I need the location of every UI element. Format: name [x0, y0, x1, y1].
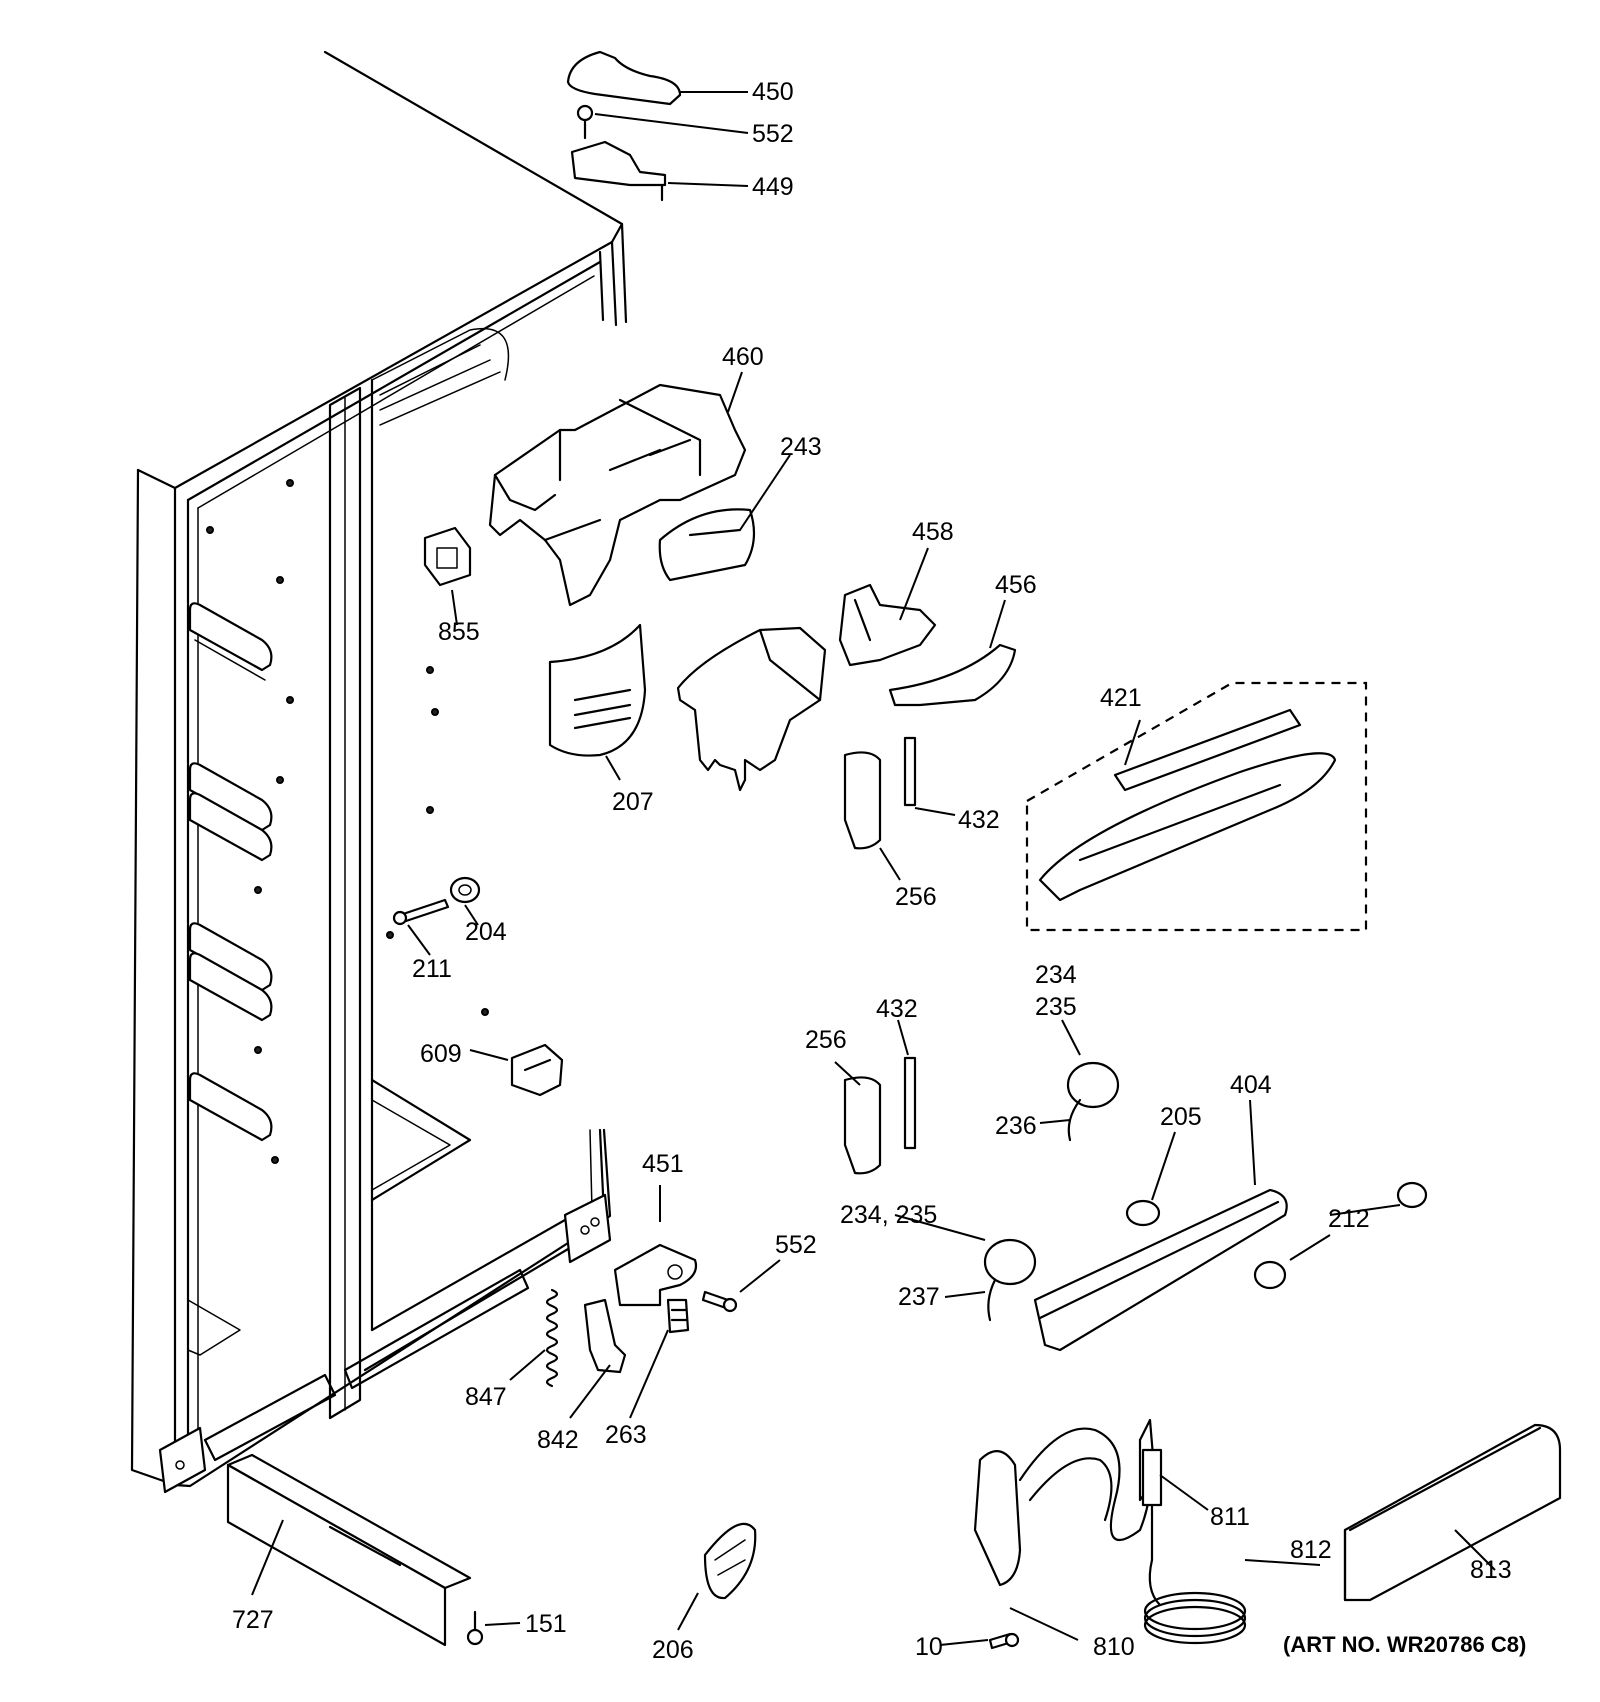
- label-234: 234: [1035, 961, 1077, 989]
- door-switch: [510, 1043, 564, 1097]
- bottom-hinge: [613, 1243, 698, 1307]
- trim-cover-813: [1343, 1423, 1562, 1602]
- freezer-shelf: [188, 602, 273, 681]
- label-263: 263: [605, 1421, 647, 1449]
- label-552-mid: 552: [775, 1231, 817, 1259]
- dispenser-duct: [488, 383, 747, 607]
- switch-actuator-lower: [903, 1056, 917, 1150]
- label-451: 451: [642, 1150, 684, 1178]
- water-valve-grommet: [423, 526, 472, 587]
- dispenser-cover-404: [1033, 1188, 1288, 1352]
- label-458: 458: [912, 518, 954, 546]
- dispenser-control-assembly: [1025, 681, 1368, 932]
- spring-847: [545, 1288, 559, 1388]
- label-256: 256: [895, 883, 937, 911]
- label-810: 810: [1093, 1633, 1135, 1661]
- bushing-212a: [1396, 1181, 1428, 1209]
- bushing-205: [1125, 1199, 1161, 1227]
- label-855: 855: [438, 618, 480, 646]
- label-207: 207: [612, 788, 654, 816]
- hinge-pin-263: [666, 1298, 690, 1334]
- label-10: 10: [915, 1633, 943, 1661]
- label-404: 404: [1230, 1071, 1272, 1099]
- label-847: 847: [465, 1383, 507, 1411]
- hinge-screw: [576, 104, 594, 140]
- freezer-shelf: [188, 762, 273, 862]
- label-243: 243: [780, 433, 822, 461]
- refrigerator-cabinet: [130, 50, 628, 1494]
- hinge-screw-552: [701, 1290, 738, 1313]
- water-line-812: [1143, 1558, 1247, 1645]
- switch-actuator: [903, 736, 917, 807]
- spacer-204: [449, 876, 481, 904]
- dispenser-housing: [676, 626, 827, 792]
- label-237: 237: [898, 1283, 940, 1311]
- label-842: 842: [537, 1426, 579, 1454]
- screw-10: [988, 1632, 1020, 1650]
- leader-lines: [251, 91, 1496, 1646]
- label-811: 811: [1210, 1503, 1250, 1531]
- label-212: 212: [1328, 1205, 1370, 1233]
- part-labels: 450 552 449 460 243 855 458 456 207 421 …: [232, 78, 1526, 1664]
- label-460: 460: [722, 343, 764, 371]
- label-205: 205: [1160, 1103, 1202, 1131]
- base-grille-727: [226, 1453, 472, 1647]
- art-number: (ART NO. WR20786 C8): [1283, 1632, 1526, 1657]
- label-151: 151: [525, 1610, 567, 1638]
- light-cover-top: [1066, 1061, 1120, 1142]
- label-812: 812: [1290, 1536, 1332, 1564]
- pad-lower: [843, 1076, 882, 1175]
- label-206: 206: [652, 1636, 694, 1664]
- label-211: 211: [412, 955, 452, 983]
- freezer-shelf: [188, 922, 273, 1022]
- freezer-shelf: [188, 1072, 273, 1142]
- label-256-lower: 256: [805, 1026, 847, 1054]
- pad: [843, 751, 882, 850]
- light-cover-bottom: [983, 1238, 1037, 1322]
- dispenser-bezel: [888, 643, 1017, 707]
- closure-cam-842: [583, 1298, 627, 1374]
- label-236: 236: [995, 1112, 1037, 1140]
- actuator-bracket: [838, 583, 937, 667]
- label-204: 204: [465, 918, 507, 946]
- dispenser-shield: [548, 623, 647, 757]
- label-552: 552: [752, 120, 794, 148]
- ice-chute-door: [658, 508, 756, 582]
- top-hinge: [570, 140, 667, 202]
- label-727: 727: [232, 1606, 274, 1634]
- bushing-212b: [1253, 1260, 1287, 1290]
- heater-assembly-810: [973, 1418, 1157, 1587]
- label-234-235: 234, 235: [840, 1201, 937, 1229]
- label-432-lower: 432: [876, 995, 918, 1023]
- cover-206: [703, 1522, 757, 1600]
- top-hinge-cover: [566, 50, 682, 106]
- screw-151: [466, 1610, 484, 1646]
- label-813: 813: [1470, 1556, 1512, 1584]
- screw-211: [392, 898, 450, 926]
- label-235: 235: [1035, 993, 1077, 1021]
- label-421: 421: [1100, 684, 1142, 712]
- label-432: 432: [958, 806, 1000, 834]
- tube-811: [1141, 1448, 1163, 1562]
- label-609: 609: [420, 1040, 462, 1068]
- label-449: 449: [752, 173, 794, 201]
- label-450: 450: [752, 78, 794, 106]
- label-456: 456: [995, 571, 1037, 599]
